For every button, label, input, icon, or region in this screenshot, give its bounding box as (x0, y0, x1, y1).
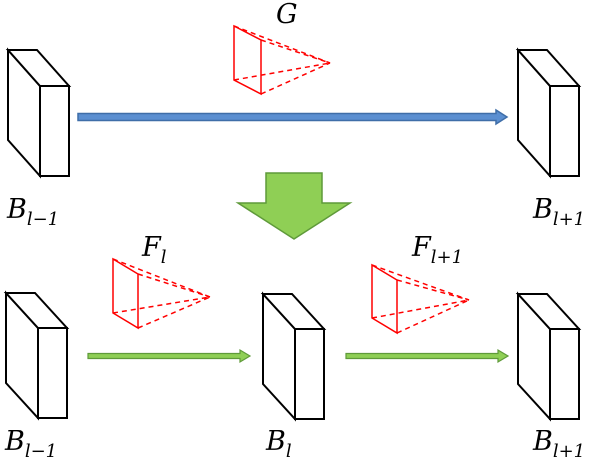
label-top-left-block: Bl−1 (6, 194, 59, 230)
block-bottom-left (3, 290, 70, 421)
kernel-f-l-plus-1-ray (396, 299, 470, 334)
block-top-right (515, 47, 582, 179)
kernel-f-l-plus-1-ray (371, 299, 470, 319)
block-bottom-right (515, 291, 582, 422)
block-bottom-middle (260, 291, 327, 422)
block-front-face (39, 85, 70, 177)
kernel-g-ray (233, 62, 331, 81)
blue-arrow (77, 108, 509, 126)
label-top-right-block: Bl+1 (532, 194, 585, 230)
green-arrow-1 (87, 348, 252, 364)
block-top-left (5, 47, 72, 179)
kernel-g-ray (260, 62, 331, 95)
kernel-g-ray (260, 39, 331, 64)
label-bottom-left-block: Bl−1 (4, 426, 57, 462)
big-down-arrow (235, 172, 353, 240)
kernel-g-face (233, 24, 262, 96)
kernel-f-l-plus-1-ray (396, 279, 470, 301)
block-front-face (37, 327, 68, 419)
kernel-f-l-label: Fl (141, 232, 167, 268)
kernel-f-l-ray (137, 273, 211, 298)
kernel-f-l-plus-1 (371, 263, 470, 335)
kernel-f-l-face (112, 257, 139, 330)
kernel-f-l-plus-1-face (371, 263, 398, 335)
kernel-f-l-ray (112, 296, 211, 314)
blue-arrow-shape (77, 108, 509, 126)
kernel-f-l-plus-1-label: Fl+1 (411, 232, 463, 268)
label-bottom-middle-block: Bl (265, 426, 292, 462)
kernel-g-label: G (276, 0, 298, 30)
kernel-f-l-plus-1-ray (371, 264, 470, 301)
label-bottom-right-block: Bl+1 (532, 426, 585, 462)
green-arrow-2 (345, 348, 510, 364)
block-front-face (294, 328, 325, 420)
kernel-f-l-ray (137, 296, 211, 329)
block-front-face (549, 85, 580, 177)
kernel-g (233, 24, 331, 96)
block-front-face (549, 328, 580, 420)
kernel-f-l (112, 257, 211, 330)
kernel-g-ray (233, 25, 331, 64)
